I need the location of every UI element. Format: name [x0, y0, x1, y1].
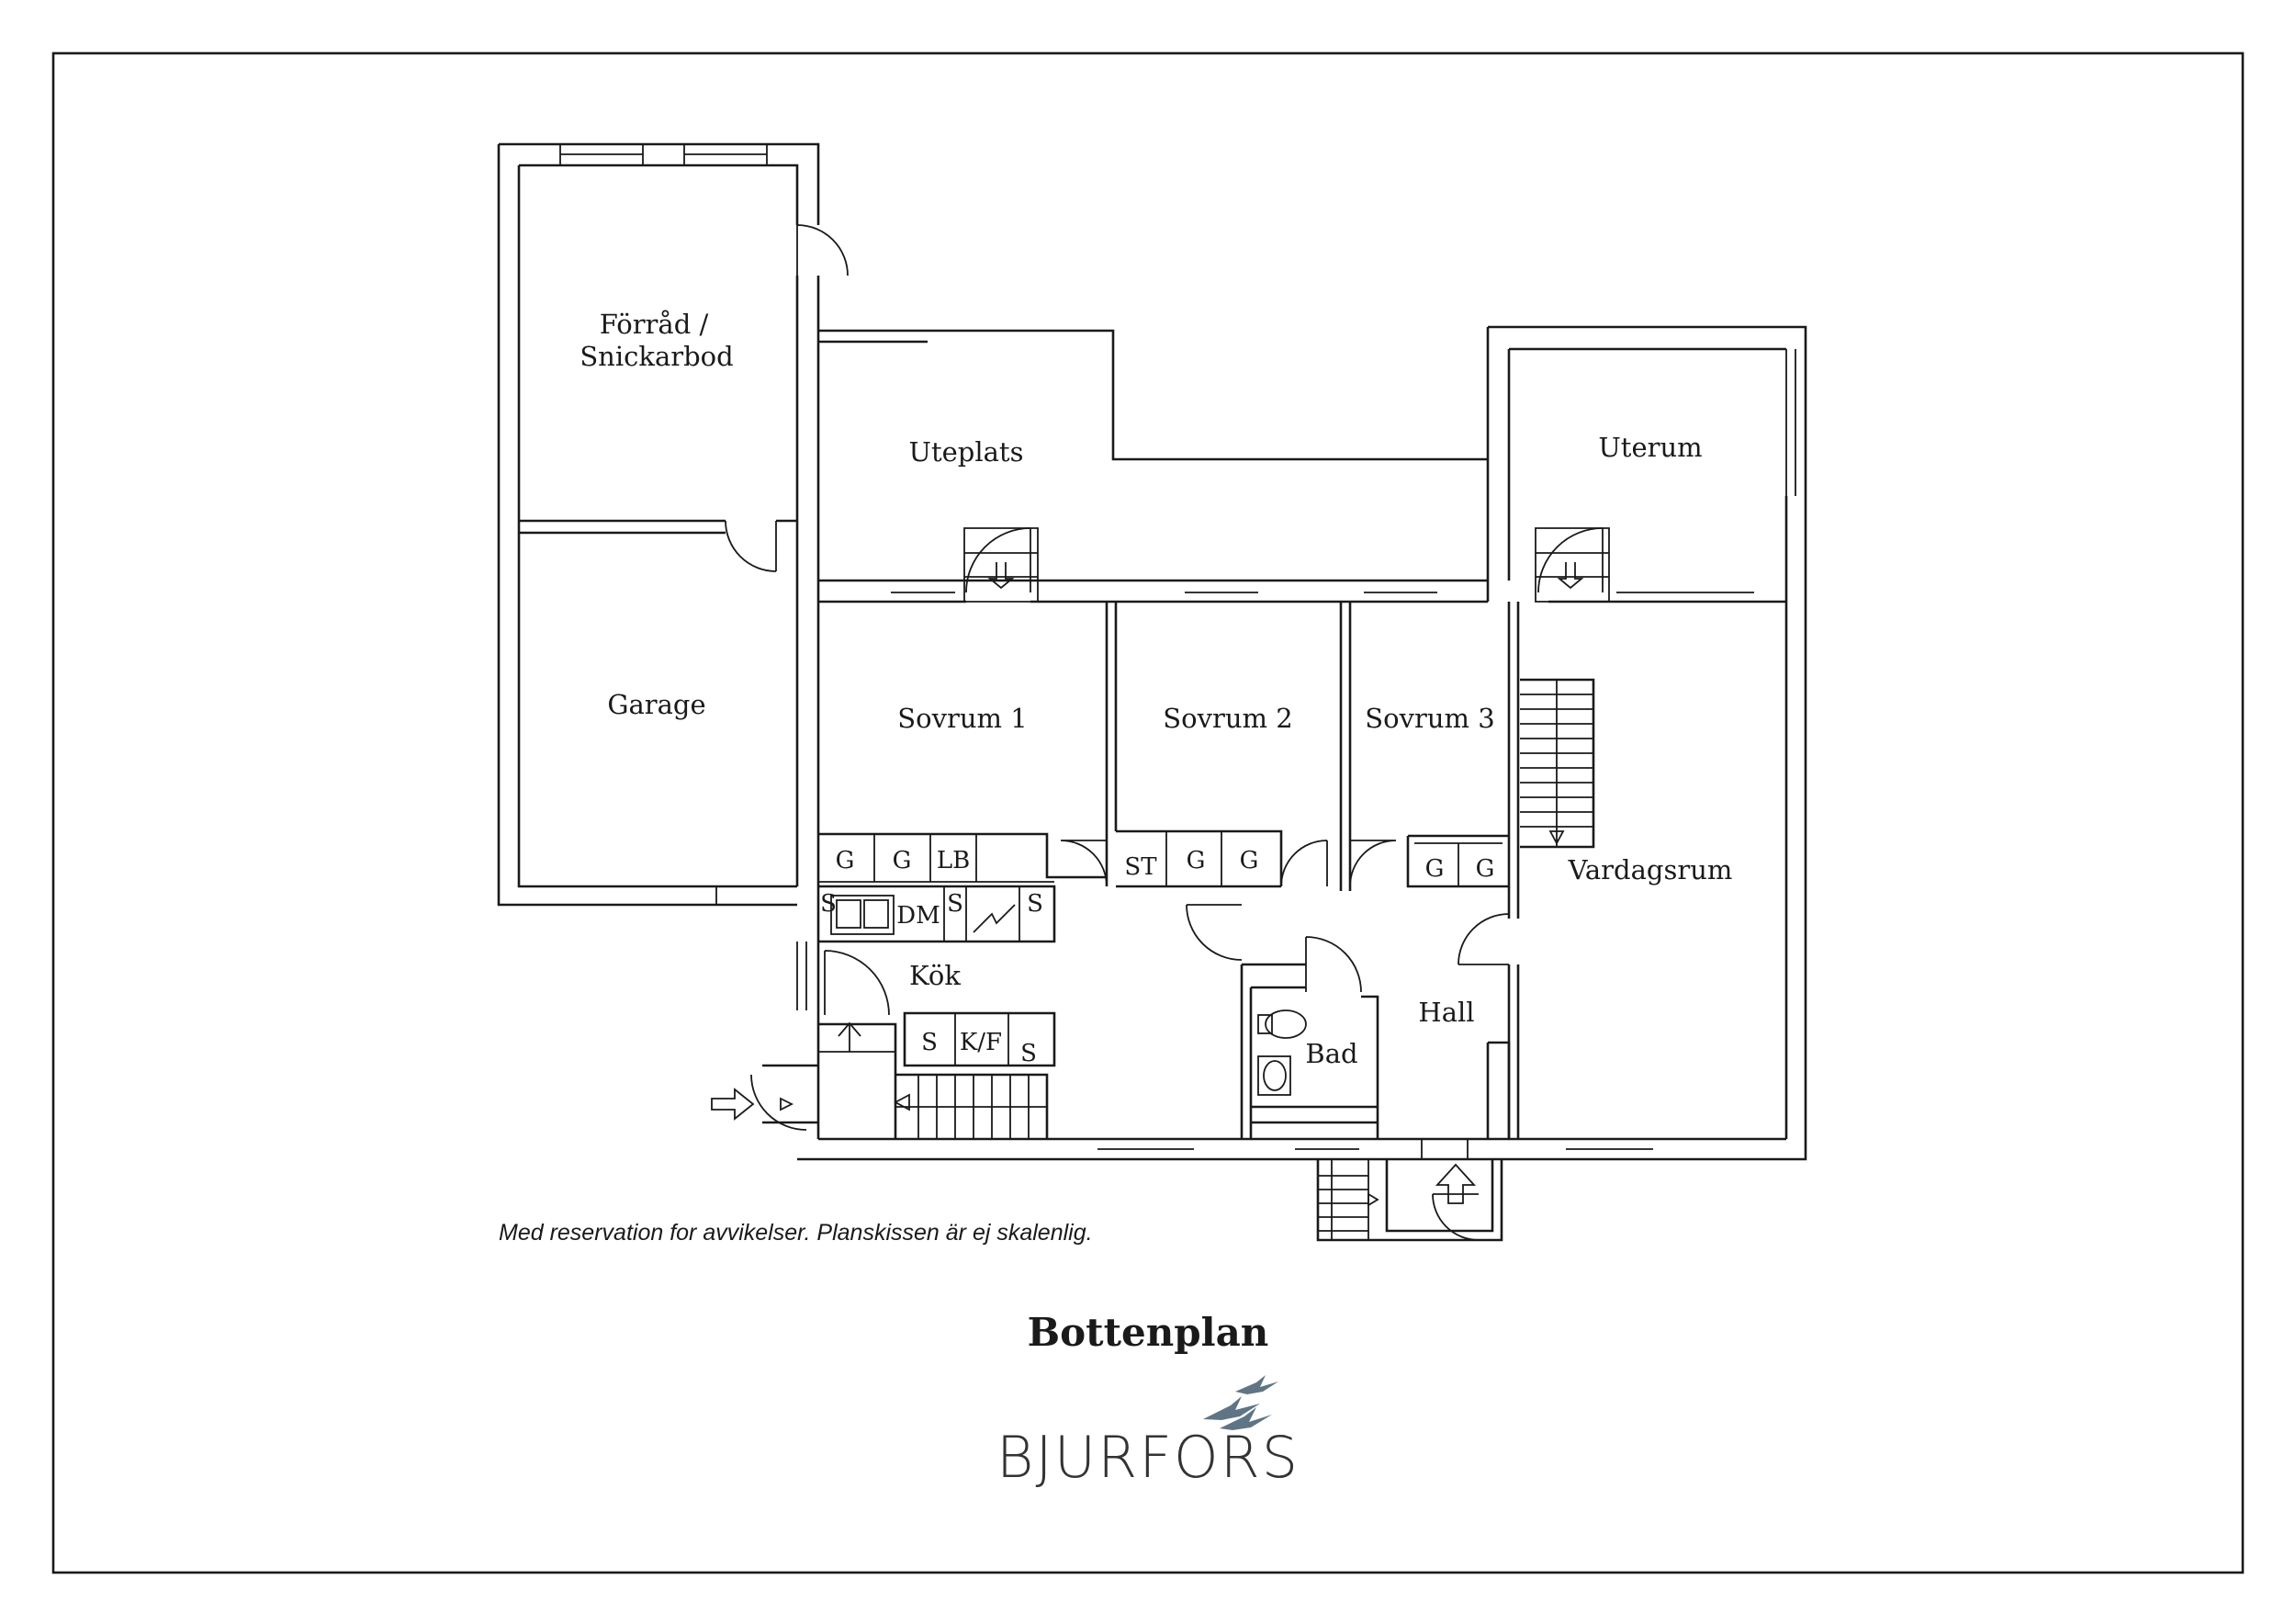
doors — [725, 224, 1604, 1241]
brand-logo-text: BJURFORS — [996, 1424, 1300, 1491]
room-label-storage-1: Förråd / — [600, 309, 709, 340]
page-frame — [51, 51, 2245, 1574]
room-label-hall: Hall — [1418, 997, 1474, 1028]
room-label-bedroom-3: Sovrum 3 — [1365, 703, 1494, 734]
fixture-g: G — [1187, 847, 1206, 874]
fixture-lb: LB — [937, 847, 970, 874]
fixture-g: G — [1240, 847, 1259, 874]
fixture-st: ST — [1124, 853, 1157, 881]
fixture-g: G — [893, 847, 912, 874]
bird-logo-icon — [1203, 1375, 1278, 1430]
room-label-garage: Garage — [607, 689, 705, 720]
fixture-dm: DM — [896, 902, 940, 930]
disclaimer-text: Med reservation for avvikelser. Planskis… — [499, 1220, 1093, 1246]
fixture-s: S — [820, 890, 837, 918]
fixture-g: G — [1476, 855, 1495, 883]
room-label-patio: Uteplats — [909, 436, 1024, 468]
room-label-sunroom: Uterum — [1598, 432, 1702, 463]
room-label-living: Vardagsrum — [1568, 854, 1733, 885]
walls — [497, 142, 1807, 1242]
fixture-s: S — [921, 1029, 938, 1056]
fixture-kf: K/F — [960, 1029, 1002, 1056]
fixture-s: S — [1027, 890, 1043, 918]
room-label-bedroom-2: Sovrum 2 — [1163, 703, 1292, 734]
appliances — [830, 895, 1307, 1096]
room-label-storage-2: Snickarbod — [580, 341, 733, 372]
plan-title: Bottenplan — [1028, 1310, 1269, 1355]
arrows — [711, 562, 1584, 1207]
room-label-bedroom-1: Sovrum 1 — [897, 703, 1027, 734]
fixture-g: G — [1425, 855, 1445, 883]
fixture-g: G — [836, 847, 855, 874]
fixture-s: S — [1020, 1040, 1037, 1067]
room-label-bath: Bad — [1305, 1038, 1357, 1069]
fixture-s: S — [947, 890, 963, 918]
room-label-kitchen: Kök — [909, 960, 961, 991]
